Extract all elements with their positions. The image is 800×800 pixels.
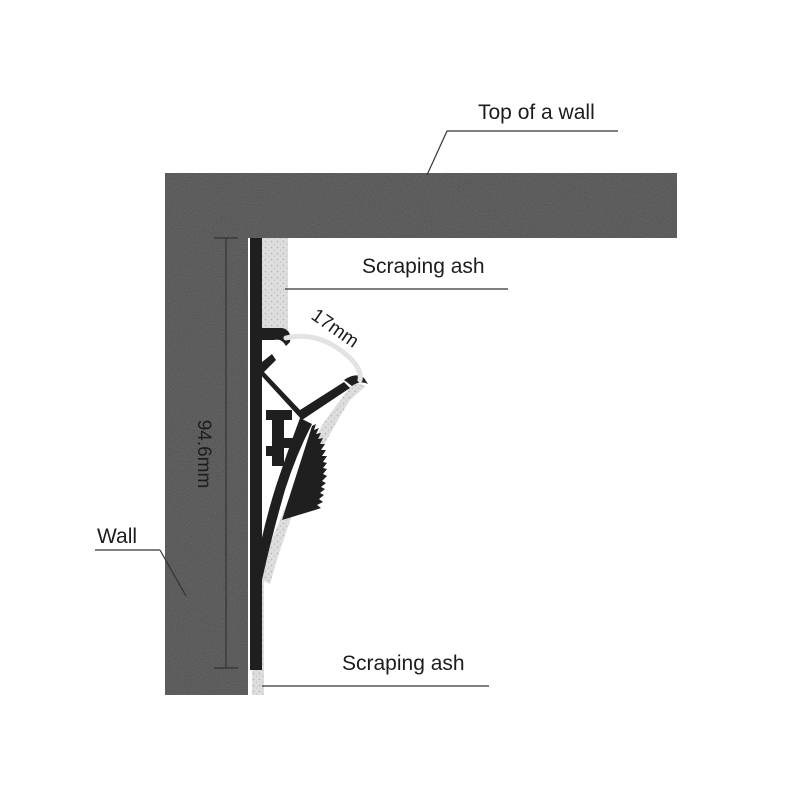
height-dimension-label: 94.6mm: [193, 420, 214, 489]
plaster-curve: [262, 382, 366, 584]
scraping-ash-top-label: Scraping ash: [362, 255, 485, 278]
wall-label: Wall: [97, 525, 137, 548]
wall-leader: [95, 549, 187, 597]
top-wall-label: Top of a wall: [478, 101, 595, 124]
plaster-top: [262, 238, 288, 330]
wall-shape: [165, 173, 677, 695]
scraping-ash-bottom-label: Scraping ash: [342, 652, 465, 675]
diffuser-lens: [283, 333, 363, 383]
aluminium-profile: [250, 238, 368, 670]
top-wall-leader: [426, 130, 618, 176]
height-dimension: [214, 237, 238, 669]
